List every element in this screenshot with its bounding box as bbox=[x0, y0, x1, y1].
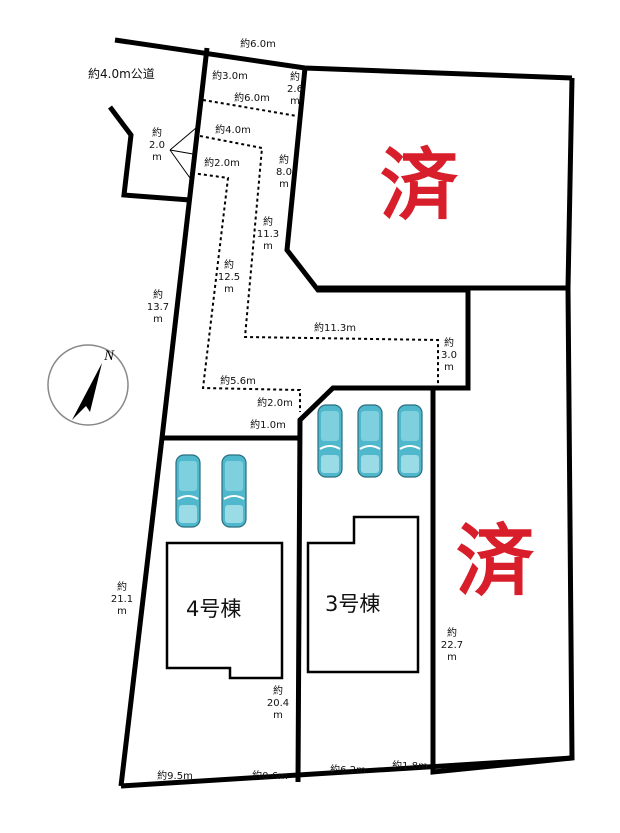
dimension-label: m bbox=[153, 314, 163, 325]
car-icon bbox=[175, 454, 201, 528]
dimension-label: 約 bbox=[152, 126, 162, 139]
dimension-label: 約0.6m bbox=[252, 769, 288, 782]
dimension-label: m bbox=[224, 284, 234, 295]
dimension-label: 約 bbox=[444, 336, 454, 349]
dimension-label: 約5.6m bbox=[220, 374, 256, 387]
dash-line-6m bbox=[202, 99, 298, 117]
dimension-label: 約 bbox=[447, 626, 457, 639]
south-boundary bbox=[120, 755, 573, 789]
dimension-label: 約1.8m bbox=[392, 759, 428, 772]
dimension-label: 12.5 bbox=[218, 272, 240, 283]
building-3-outline bbox=[306, 515, 420, 674]
dimension-label: 11.3 bbox=[257, 229, 279, 240]
dimension-label: m bbox=[447, 652, 457, 663]
car-icon bbox=[357, 404, 383, 478]
flag-lot-boundary bbox=[284, 67, 471, 783]
compass-n-label: N bbox=[103, 348, 115, 364]
dimension-label: m bbox=[273, 710, 283, 721]
top-boundary bbox=[114, 37, 573, 81]
dimension-label: 8.0 bbox=[276, 167, 292, 178]
dimension-label: 約4.0m bbox=[215, 123, 251, 136]
dimension-label: 約6.2m bbox=[330, 763, 366, 776]
dimension-label: m bbox=[117, 606, 127, 617]
dimension-label: 20.4 bbox=[267, 698, 289, 709]
dimension-label: 約6.0m bbox=[234, 91, 270, 104]
dash-line-inner bbox=[191, 172, 301, 412]
building-4-outline bbox=[165, 541, 284, 680]
building-3-label: 3号棟 bbox=[325, 592, 380, 616]
dimension-label: 約 bbox=[153, 288, 163, 301]
dimension-label: 約6.0m bbox=[240, 37, 276, 50]
dimension-label: 約2.0m bbox=[257, 396, 293, 409]
dimension-label: 約 bbox=[117, 580, 127, 593]
sold-mark-lower: 済 bbox=[456, 517, 535, 607]
car-icon bbox=[317, 404, 343, 478]
dimension-label: 約9.5m bbox=[157, 769, 193, 782]
sold-lot-lower bbox=[430, 287, 575, 775]
road-edge bbox=[108, 105, 191, 203]
building-4-label: 4号棟 bbox=[186, 597, 241, 621]
dimension-label: m bbox=[290, 96, 300, 107]
dimension-label: 2.6 bbox=[287, 84, 303, 95]
west-boundary bbox=[118, 47, 210, 787]
dimension-label: m bbox=[444, 362, 454, 373]
dimension-label: m bbox=[279, 179, 289, 190]
sold-mark-upper: 済 bbox=[380, 141, 459, 231]
dimension-label: 約 bbox=[290, 70, 300, 83]
dimension-label: 約3.0m bbox=[212, 69, 248, 82]
dimension-label: 約11.3m bbox=[314, 321, 356, 334]
leader-lines bbox=[169, 127, 197, 179]
compass-north-icon: N bbox=[47, 344, 129, 426]
car-icon bbox=[221, 454, 247, 528]
dash-line-outer bbox=[199, 135, 439, 386]
dimension-label: m bbox=[263, 241, 273, 252]
dimension-label: 約 bbox=[263, 215, 273, 228]
dimension-label: 約2.0m bbox=[204, 156, 240, 169]
car-icon bbox=[397, 404, 423, 478]
dimension-label: 22.7 bbox=[441, 640, 463, 651]
dimension-label: m bbox=[152, 152, 162, 163]
dimension-label: 約 bbox=[279, 153, 289, 166]
dimension-label: 2.0 bbox=[149, 140, 165, 151]
dimension-label: 3.0 bbox=[441, 350, 457, 361]
dimension-label: 21.1 bbox=[111, 594, 133, 605]
dimension-label: 13.7 bbox=[147, 302, 169, 313]
dimension-label: 約 bbox=[273, 684, 283, 697]
road-label: 約4.0m公道 bbox=[88, 66, 155, 81]
dimension-label: 約1.0m bbox=[250, 418, 286, 431]
dimension-label: 約 bbox=[224, 258, 234, 271]
